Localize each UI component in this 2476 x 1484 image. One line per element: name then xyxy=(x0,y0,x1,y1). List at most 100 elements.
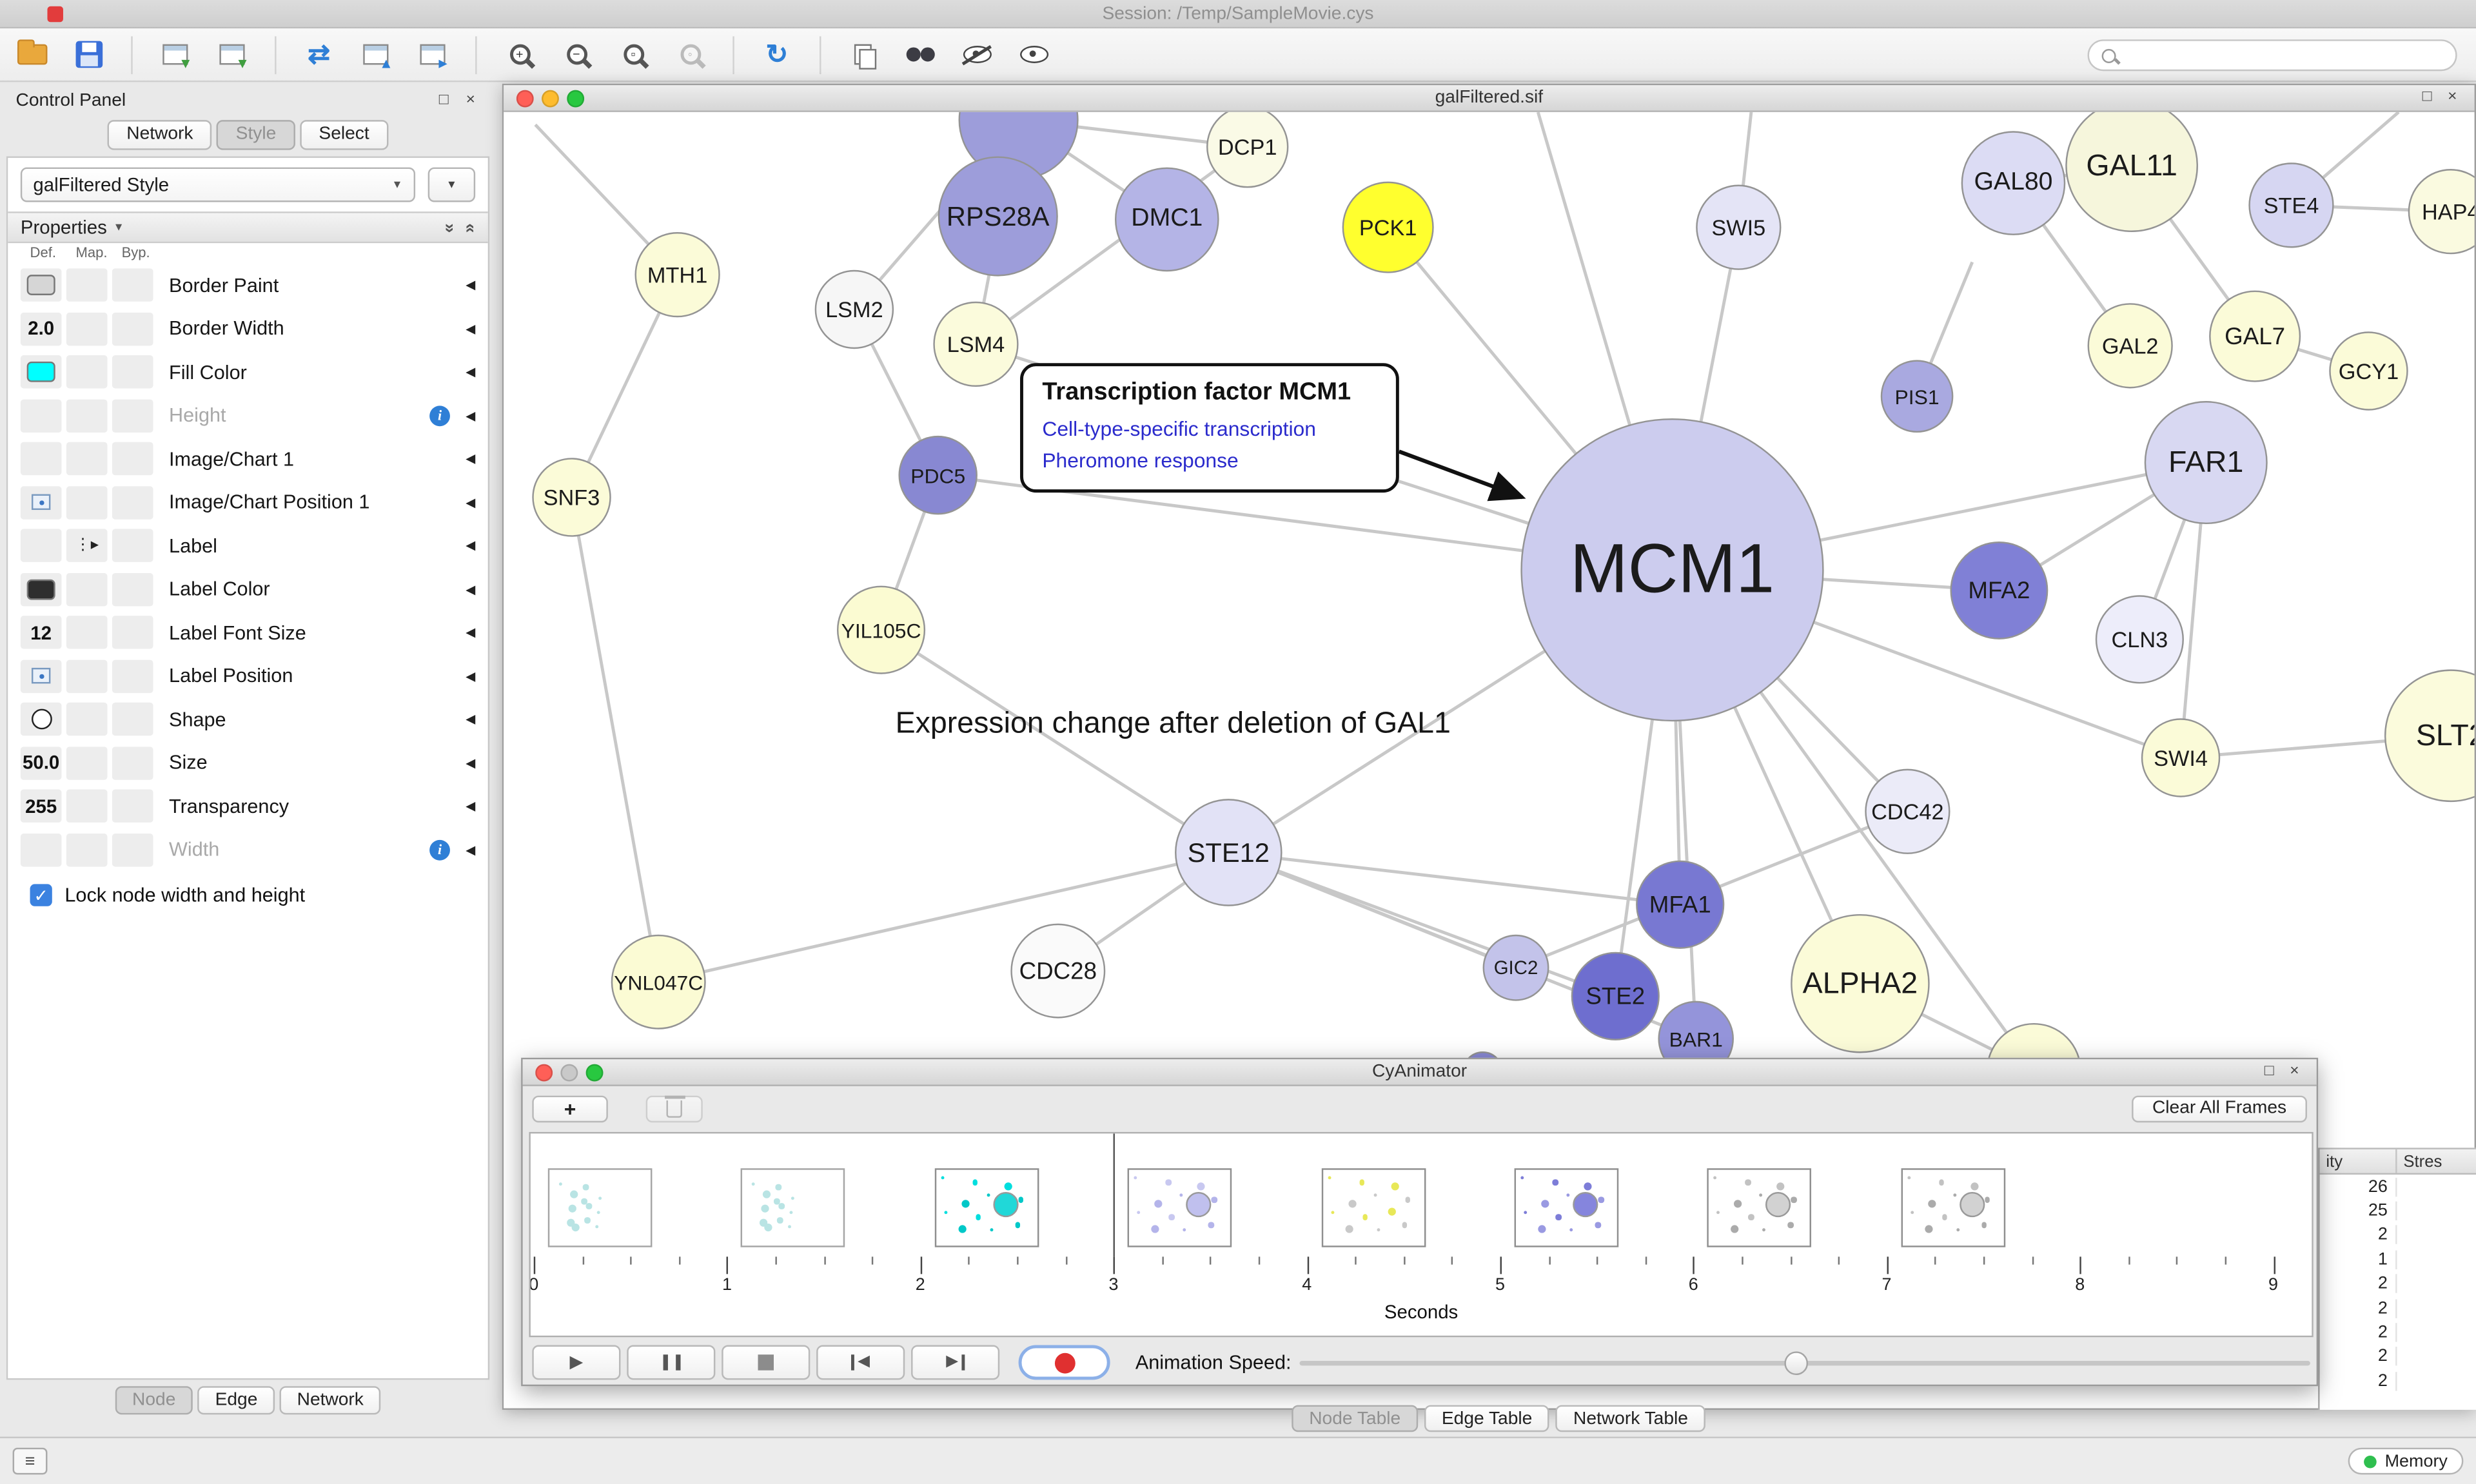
close-window-icon[interactable]: × xyxy=(2448,88,2457,106)
bypass-cell[interactable] xyxy=(112,355,153,389)
bypass-cell[interactable] xyxy=(112,659,153,693)
canvas-caption[interactable]: Expression change after deletion of GAL1 xyxy=(895,707,1451,741)
default-cell[interactable] xyxy=(20,529,62,563)
network-window-titlebar[interactable]: galFiltered.sif □ × xyxy=(504,85,2475,112)
pause-button[interactable] xyxy=(627,1345,716,1380)
float-window-icon[interactable]: □ xyxy=(2264,1062,2274,1080)
expand-arrow-icon[interactable]: ◀ xyxy=(466,408,476,423)
find-icon[interactable] xyxy=(901,35,939,73)
float-window-icon[interactable]: □ xyxy=(2422,88,2432,106)
mapping-cell[interactable] xyxy=(66,355,108,389)
table-row[interactable]: 2 xyxy=(2320,1345,2476,1369)
bypass-cell[interactable] xyxy=(112,790,153,823)
table-row[interactable]: 2 xyxy=(2320,1296,2476,1320)
default-cell[interactable] xyxy=(20,355,62,389)
delete-frame-button[interactable] xyxy=(645,1095,703,1122)
node-ste4[interactable]: STE4 xyxy=(2248,162,2334,248)
tab-style[interactable]: Style xyxy=(217,119,295,150)
mapping-cell[interactable] xyxy=(66,442,108,476)
node-gal11[interactable]: GAL11 xyxy=(2065,112,2198,233)
zoom-out-icon[interactable]: − xyxy=(557,35,595,73)
frame-thumbnail-5[interactable] xyxy=(1514,1168,1619,1247)
zoom-button[interactable] xyxy=(567,89,585,107)
frame-thumbnail-7[interactable] xyxy=(1901,1168,2005,1247)
expand-arrow-icon[interactable]: ◀ xyxy=(466,712,476,727)
node-hap4[interactable]: HAP4 xyxy=(2408,169,2475,255)
mapping-cell[interactable] xyxy=(66,833,108,866)
expand-arrow-icon[interactable]: ◀ xyxy=(466,321,476,337)
default-cell[interactable] xyxy=(20,659,62,693)
play-button[interactable]: ▶ xyxy=(532,1345,621,1380)
table-row[interactable]: 26 xyxy=(2320,1175,2476,1199)
export-image-icon[interactable]: ► xyxy=(414,35,452,73)
tab-network-table[interactable]: Network Table xyxy=(1556,1405,1705,1432)
node-pdc5[interactable]: PDC5 xyxy=(898,435,978,515)
node-rps28a[interactable]: RPS28A xyxy=(938,156,1058,277)
memory-button[interactable]: Memory xyxy=(2348,1447,2464,1475)
import-network-from-file-icon[interactable]: ▼ xyxy=(156,35,194,73)
node-cdc42[interactable]: CDC42 xyxy=(1865,768,1950,854)
mapping-cell[interactable] xyxy=(66,312,108,346)
animation-speed-slider[interactable] xyxy=(1299,1345,2310,1380)
edge[interactable] xyxy=(570,496,660,982)
hide-selected-icon[interactable] xyxy=(959,35,997,73)
default-cell[interactable]: 255 xyxy=(20,790,62,823)
node-mth1[interactable]: MTH1 xyxy=(634,232,720,318)
collapse-all-icon[interactable]: » xyxy=(460,222,480,233)
zoom-fit-icon[interactable]: ▫ xyxy=(614,35,653,73)
add-frame-button[interactable]: + xyxy=(532,1095,608,1122)
expand-arrow-icon[interactable]: ◀ xyxy=(466,538,476,553)
node-mfa2[interactable]: MFA2 xyxy=(1950,542,2049,639)
node-swi5[interactable]: SWI5 xyxy=(1696,184,1782,270)
bypass-cell[interactable] xyxy=(112,833,153,866)
mapping-cell[interactable] xyxy=(66,790,108,823)
node-lsm2[interactable]: LSM2 xyxy=(814,269,894,349)
mapping-cell[interactable] xyxy=(66,616,108,650)
bypass-cell[interactable] xyxy=(112,485,153,520)
edge[interactable] xyxy=(975,145,1249,346)
frame-thumbnail-6[interactable] xyxy=(1707,1168,1812,1247)
node-alpha2[interactable]: ALPHA2 xyxy=(1791,913,1930,1053)
node-pck1[interactable]: PCK1 xyxy=(1342,181,1434,273)
default-cell[interactable] xyxy=(20,398,62,433)
tab-network[interactable]: Network xyxy=(279,1386,381,1415)
expand-arrow-icon[interactable]: ◀ xyxy=(466,495,476,510)
export-table-icon[interactable]: ▲ xyxy=(357,35,395,73)
minimize-button[interactable] xyxy=(542,89,559,107)
tab-edge-table[interactable]: Edge Table xyxy=(1424,1405,1550,1432)
bypass-cell[interactable] xyxy=(112,703,153,736)
bypass-cell[interactable] xyxy=(112,572,153,606)
open-session-icon[interactable] xyxy=(13,35,51,73)
node-slt2[interactable]: SLT2 xyxy=(2384,669,2475,803)
node-gcy1[interactable]: GCY1 xyxy=(2329,331,2408,411)
next-frame-button[interactable]: ▶ xyxy=(911,1345,1000,1380)
playhead[interactable] xyxy=(1113,1133,1115,1257)
node-snf3[interactable]: SNF3 xyxy=(532,458,611,537)
mapping-cell[interactable] xyxy=(66,268,108,302)
node-swi4[interactable]: SWI4 xyxy=(2141,718,2221,797)
expand-all-icon[interactable]: » xyxy=(439,222,458,233)
expand-arrow-icon[interactable]: ◀ xyxy=(466,843,476,857)
frame-thumbnail-4[interactable] xyxy=(1321,1168,1426,1247)
zoom-in-icon[interactable]: + xyxy=(500,35,538,73)
cyanimator-titlebar[interactable]: CyAnimator □ × xyxy=(522,1059,2317,1086)
annotation-box[interactable]: Transcription factor MCM1 Cell-type-spec… xyxy=(1020,363,1399,493)
style-selector[interactable]: galFiltered Style ▼ xyxy=(20,167,416,202)
node-mfa1[interactable]: MFA1 xyxy=(1636,860,1725,949)
default-cell[interactable] xyxy=(20,268,62,302)
mapping-cell[interactable] xyxy=(66,398,108,433)
edge[interactable] xyxy=(1228,851,1680,906)
lock-checkbox[interactable]: ✓ xyxy=(30,884,52,906)
float-panel-icon[interactable]: □ xyxy=(438,92,449,109)
record-button[interactable] xyxy=(1018,1345,1110,1380)
expand-arrow-icon[interactable]: ◀ xyxy=(466,756,476,770)
mapping-cell[interactable] xyxy=(66,703,108,736)
default-cell[interactable] xyxy=(20,485,62,520)
node-far1[interactable]: FAR1 xyxy=(2144,401,2268,525)
style-options-button[interactable]: ▼ xyxy=(427,167,476,202)
tab-node-table[interactable]: Node Table xyxy=(1292,1405,1419,1432)
tab-network[interactable]: Network xyxy=(107,119,212,150)
expand-arrow-icon[interactable]: ◀ xyxy=(466,365,476,380)
mapping-cell[interactable] xyxy=(66,746,108,780)
node-ste2[interactable]: STE2 xyxy=(1571,952,1660,1040)
